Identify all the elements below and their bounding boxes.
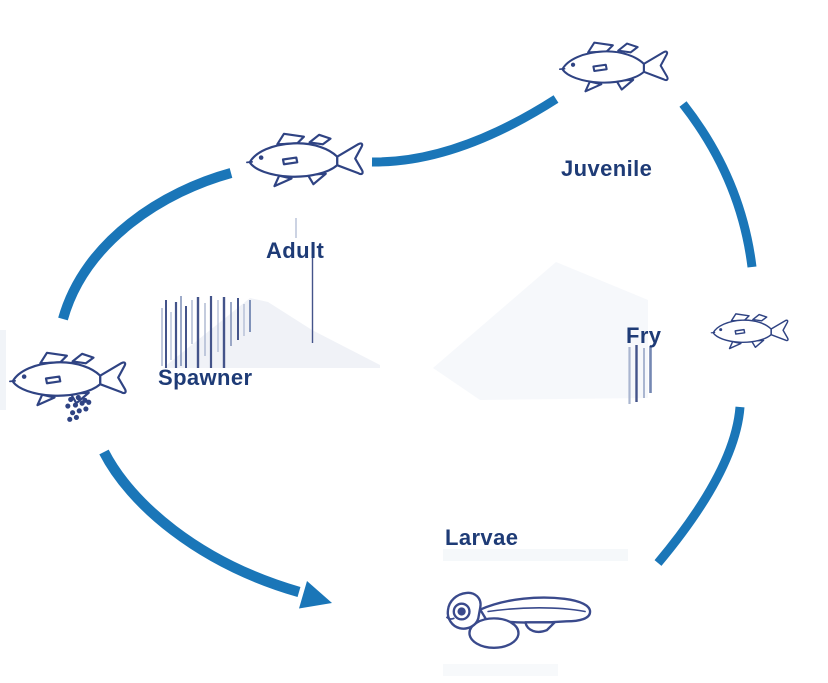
adult-stage-label: Adult bbox=[266, 238, 325, 263]
arrow-spawner-to-larvae bbox=[99, 449, 301, 598]
arrowhead-spawner-to-larvae-icon bbox=[299, 581, 332, 609]
fry-fish-icon bbox=[710, 313, 789, 350]
background-smudge-artifacts bbox=[0, 262, 648, 676]
adult-streak-artifact bbox=[295, 218, 314, 343]
arc-juvenile-to-fry bbox=[679, 101, 757, 268]
arc-fry-to-larvae bbox=[654, 406, 745, 566]
larvae-stage-label: Larvae bbox=[445, 525, 519, 550]
arc-adult-to-juvenile bbox=[371, 95, 559, 167]
adult-fish-icon bbox=[245, 132, 364, 188]
spawner-stage-label: Spawner bbox=[158, 365, 253, 390]
larva-icon bbox=[446, 591, 592, 649]
juvenile-fish-icon bbox=[558, 41, 669, 93]
fry-stage-label: Fry bbox=[626, 323, 662, 348]
fry-streak-artifact bbox=[628, 345, 652, 404]
fish-eggs-icon bbox=[65, 394, 92, 422]
arc-adult-to-spawner bbox=[58, 168, 233, 321]
barcode-streak-artifact bbox=[161, 296, 251, 368]
spawner-fish-with-eggs-icon bbox=[8, 351, 127, 422]
juvenile-stage-label: Juvenile bbox=[561, 156, 653, 181]
